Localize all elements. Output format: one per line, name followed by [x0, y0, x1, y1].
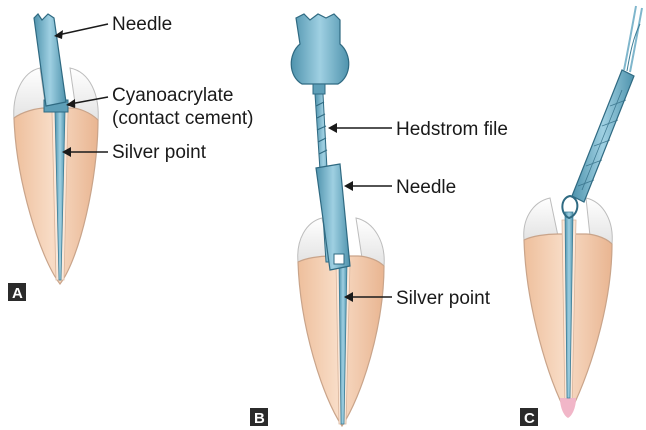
label-needle-a: Needle — [112, 14, 172, 35]
braided-instrument — [572, 70, 634, 202]
arrowhead-needle-b — [344, 181, 353, 191]
arrowhead-hedstrom — [328, 123, 337, 133]
panel-b-letter: B — [254, 410, 265, 427]
needle-b-tip — [334, 254, 344, 264]
panel-a: Needle Cyanoacrylate (contact cement) Si… — [8, 14, 254, 302]
label-silver-point-b: Silver point — [396, 288, 491, 309]
panel-b: Hedstrom file Needle Silver point B — [250, 14, 508, 427]
panel-c-letter: C — [524, 410, 535, 427]
panel-a-letter: A — [12, 285, 23, 302]
label-needle-b: Needle — [396, 177, 456, 198]
label-hedstrom-file: Hedstrom file — [396, 119, 508, 140]
label-cyanoacrylate: Cyanoacrylate — [112, 85, 233, 106]
wire-2 — [630, 8, 642, 72]
label-contact-cement: (contact cement) — [112, 108, 254, 129]
leader-needle-a — [58, 24, 108, 35]
label-silver-point-a: Silver point — [112, 142, 207, 163]
apex-tissue — [560, 398, 576, 418]
panel-c: C — [520, 6, 642, 427]
hedstrom-collar — [313, 84, 325, 94]
hedstrom-handle — [291, 14, 349, 84]
